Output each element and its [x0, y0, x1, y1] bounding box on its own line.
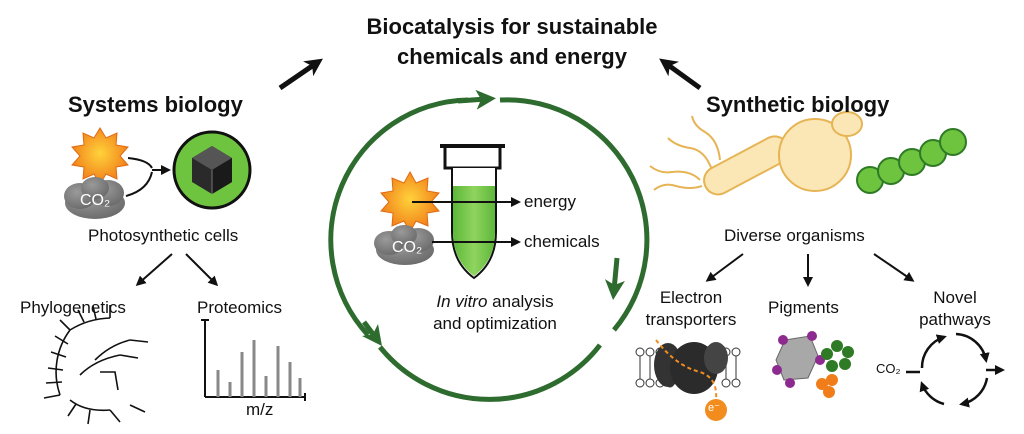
bacterium-flagella-icon [649, 115, 790, 196]
proteomics-label: Proteomics [197, 298, 283, 317]
diverse-organisms-label: Diverse organisms [724, 226, 865, 245]
arrow-systems-to-title [278, 58, 323, 91]
co2-label-pathway: CO₂ [876, 361, 901, 376]
in-vitro-italic: In vitro [436, 292, 488, 311]
yeast-cell-icon [778, 111, 863, 192]
cyanobacteria-chain-icon [856, 128, 967, 194]
optimization-label: and optimization [433, 314, 557, 333]
novel-label-line-1: Novel [933, 288, 977, 307]
sun-icon-left [71, 127, 129, 185]
arrow-synthetic-to-title [659, 58, 702, 91]
pigments-label: Pigments [768, 298, 839, 317]
systems-biology-heading: Systems biology [68, 92, 243, 117]
membrane-transporter-icon [635, 339, 741, 421]
test-tube-icon [440, 144, 505, 280]
co2-label-left: CO₂ [80, 192, 111, 209]
in-vitro-rest: analysis [487, 292, 554, 311]
energy-label: energy [524, 192, 576, 211]
synthetic-biology-heading: Synthetic biology [706, 92, 890, 117]
main-title-line-2: chemicals and energy [397, 44, 627, 69]
co2-cloud-icon-left [64, 177, 125, 219]
co2-label-center: CO₂ [392, 239, 423, 256]
electron-label-line-2: transporters [645, 310, 737, 329]
pathway-cycle-icon [906, 332, 1005, 408]
main-title-line-1: Biocatalysis for sustainable [366, 14, 658, 39]
mz-axis-label: m/z [246, 400, 274, 419]
electron-symbol: e⁻ [708, 402, 720, 414]
pigment-molecules-icon [772, 331, 854, 398]
electron-label-line-1: Electron [659, 288, 723, 307]
in-vitro-label: In vitro analysis [410, 292, 580, 312]
co2-cloud-icon-center [374, 225, 434, 265]
mass-spectrum-icon [201, 319, 306, 401]
pathways-label-line-2: pathways [919, 310, 991, 329]
optimization-cycle [328, 89, 650, 402]
photosynthetic-cell-icon [172, 130, 252, 210]
phylogenetic-tree-icon [43, 305, 149, 425]
photosynthetic-cells-label: Photosynthetic cells [88, 226, 239, 245]
phylogenetics-label: Phylogenetics [20, 298, 126, 317]
chemicals-label: chemicals [524, 232, 600, 251]
